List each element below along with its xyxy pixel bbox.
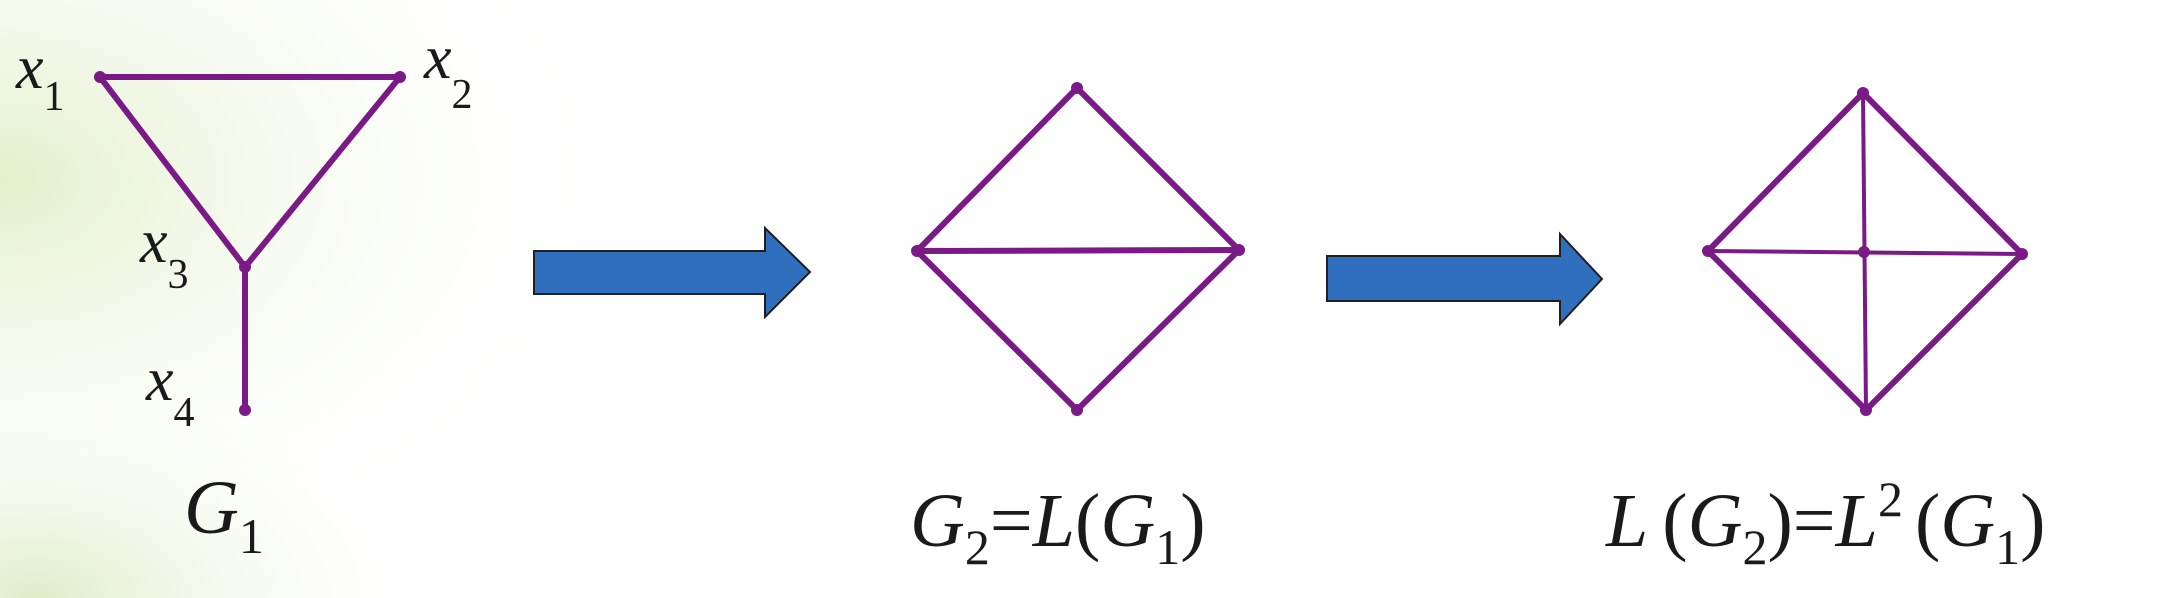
vertex-label-x2-subscript: 2 [452,72,473,118]
caption-l2-g2-sub: 1 [1995,519,2020,575]
edge-x1-x3 [97,74,248,270]
g2-vertex-right [1233,244,1245,256]
caption-g2-inner-sub: 1 [1155,519,1180,575]
caption-l2-g: G [1688,479,1743,563]
caption-l2-sup: 2 [1878,471,1903,527]
caption-l2-paren-open: ( [1662,479,1687,563]
vertex-label-x1-subscript: 1 [44,74,65,120]
graph-l2: L(G2)=L2(G1) [1605,87,2045,575]
vertex-label-x4-subscript: 4 [174,390,195,436]
caption-g2-paren-open: ( [1075,479,1100,563]
vertex-label-x4: x4 [145,346,195,436]
caption-g2-paren-close: ) [1180,479,1205,563]
caption-l2-eq: = [1793,479,1836,563]
l2-vertex-top [1857,87,1869,99]
caption-g2-g: G [910,479,965,563]
caption-g2-eq: = [990,479,1033,563]
graph-g1-edges [97,74,403,413]
caption-g2-l: L [1032,479,1075,563]
vertex-label-x2-symbol: x [423,24,452,92]
caption-g2: G2=L(G1) [910,479,1206,575]
vertex-x3 [239,261,251,273]
l2-crossing-point [1858,246,1870,258]
g2-edge-top-right [1074,85,1242,253]
caption-l2: L(G2)=L2(G1) [1605,471,2045,575]
caption-g1-sub: 1 [239,508,264,564]
caption-g2-inner-g: G [1100,479,1155,563]
vertex-label-x3: x3 [139,208,189,298]
caption-l2-g2: G [1940,479,1995,563]
caption-l2-paren-close: ) [1767,479,1792,563]
graph-g2-edges [914,85,1242,413]
caption-g2-g-sub: 2 [965,519,990,575]
graph-g2: G2=L(G1) [910,82,1245,575]
l2-vertex-left [1702,245,1714,257]
l2-edge-top-left [1705,90,1866,254]
l2-edge-right-bottom [1863,251,2025,413]
caption-l2-g-sub: 2 [1742,519,1767,575]
vertex-label-x3-symbol: x [139,208,168,276]
vertex-x4 [239,404,251,416]
g2-vertex-bottom [1071,404,1083,416]
caption-l2-l2: L [1835,479,1878,563]
caption-l2-paren-open2: ( [1915,479,1940,563]
vertex-x2 [394,71,406,83]
g2-vertex-top [1071,82,1083,94]
l2-edge-top-right [1860,90,2025,257]
l2-edge-left-bottom [1705,248,1869,413]
caption-l2-l: L [1605,479,1648,563]
caption-l2-paren-close2: ) [2020,479,2045,563]
g2-vertex-left [911,245,923,257]
g2-edge-right-bottom [1074,247,1242,413]
vertex-label-x1-symbol: x [15,34,44,102]
graph-g1: x1 x2 x3 x4 G1 [15,24,473,564]
vertex-label-x1: x1 [15,34,65,120]
arrow-g2-to-l2 [1326,231,1604,327]
vertex-label-x3-subscript: 3 [168,252,189,298]
edge-x2-x3 [242,74,403,270]
g2-edge-left-right [914,247,1242,254]
graph-g2-vertices [911,82,1245,416]
graph-g1-vertices [94,71,406,416]
g2-edge-left-bottom [914,248,1080,413]
graph-l2-vertices [1702,87,2028,416]
vertex-label-x2: x2 [423,24,473,118]
l2-vertex-right [2016,248,2028,260]
caption-g1-main: G [184,466,239,550]
arrow-g1-to-g2 [533,225,812,320]
vertex-label-x4-symbol: x [145,346,174,414]
vertex-x1 [94,71,106,83]
g2-edge-top-left [914,85,1080,254]
l2-vertex-bottom [1860,404,1872,416]
caption-g1: G1 [184,466,264,564]
